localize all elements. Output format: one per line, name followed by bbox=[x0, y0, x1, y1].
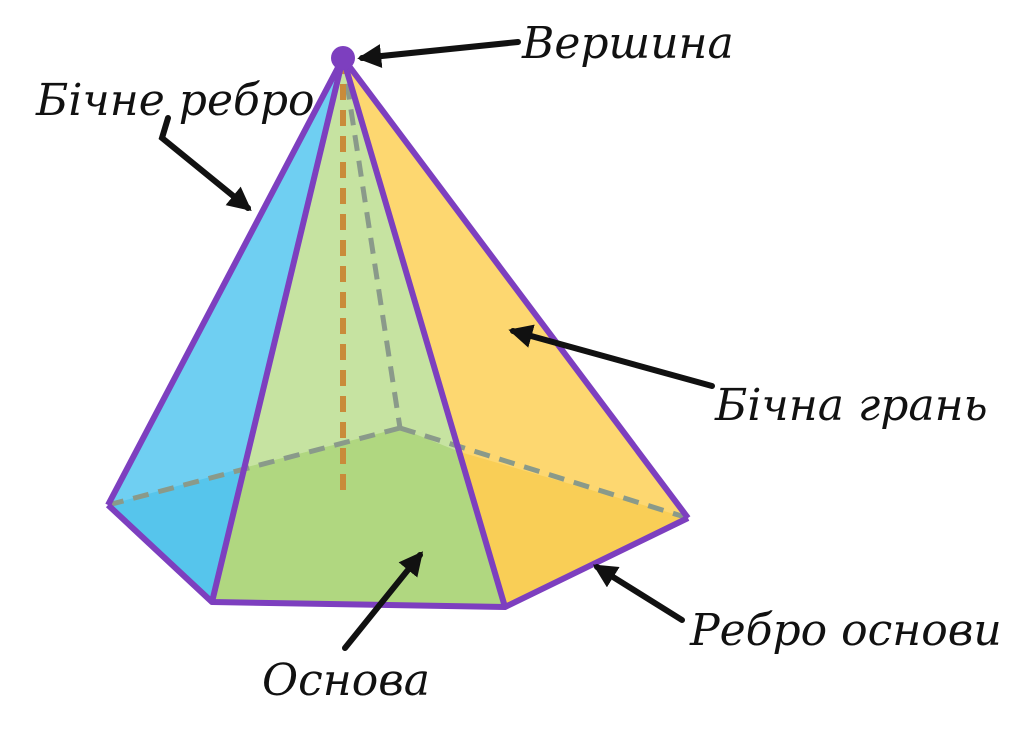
arrow-lateral-face bbox=[508, 324, 715, 389]
arrow-lateral-edge bbox=[158, 115, 252, 212]
label-base-edge: Ребро основи bbox=[689, 605, 1002, 656]
label-base: Основа bbox=[262, 655, 430, 706]
lateral-edge-2 bbox=[209, 57, 346, 603]
lateral-face-left bbox=[108, 58, 343, 602]
label-lateral-edge: Бічне ребро bbox=[35, 75, 315, 126]
hidden-lateral-edge bbox=[340, 57, 403, 429]
arrow-base-edge bbox=[592, 564, 685, 623]
label-apex: Вершина bbox=[521, 18, 734, 69]
lateral-edge-3 bbox=[340, 57, 508, 608]
apex-point bbox=[331, 46, 355, 70]
lateral-face-front bbox=[212, 58, 505, 607]
label-lateral-face: Бічна грань bbox=[714, 380, 988, 431]
arrow-apex bbox=[357, 39, 521, 68]
visible-edges bbox=[105, 56, 691, 610]
base-outline bbox=[105, 502, 690, 610]
arrow-base bbox=[342, 551, 424, 651]
lateral-edge-1 bbox=[105, 56, 346, 507]
lateral-edge-4 bbox=[340, 56, 691, 520]
